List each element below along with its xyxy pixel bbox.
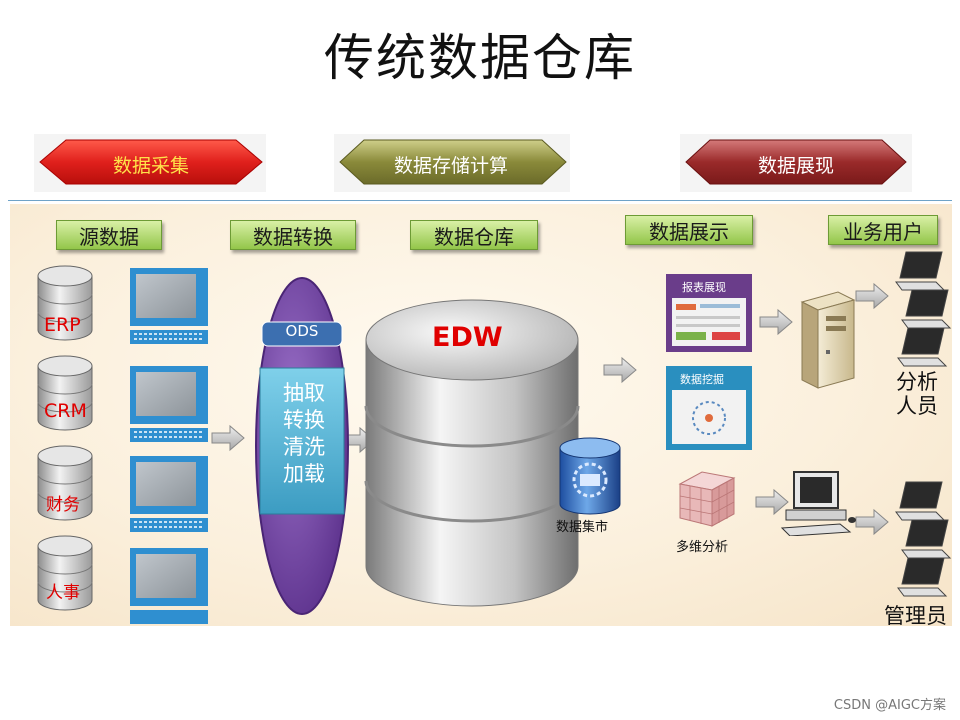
database-icon bbox=[37, 445, 93, 521]
olap-cube-icon bbox=[678, 471, 736, 527]
source-erp-label: ERP bbox=[44, 314, 81, 336]
section-users: 业务用户 bbox=[828, 215, 938, 245]
laptop-icon bbox=[901, 519, 952, 559]
section-warehouse: 数据仓库 bbox=[410, 220, 538, 250]
database-icon bbox=[37, 265, 93, 341]
section-source: 源数据 bbox=[56, 220, 162, 250]
database-icon bbox=[37, 535, 93, 611]
section-transform: 数据转换 bbox=[230, 220, 356, 250]
manager-laptops bbox=[895, 481, 952, 597]
managers-label: 管理员 bbox=[884, 604, 947, 628]
monitor-icon bbox=[130, 366, 208, 442]
laptop-icon bbox=[895, 251, 946, 291]
watermark: CSDN @AIGC方案 bbox=[833, 698, 946, 713]
etl-steps: 抽取 转换 清洗 加载 bbox=[262, 380, 346, 488]
banner-store: 数据存储计算 bbox=[393, 154, 508, 177]
edw-label: EDW bbox=[432, 322, 503, 353]
banner-collect: 数据采集 bbox=[112, 154, 189, 177]
etl-step-transform: 转换 bbox=[283, 408, 325, 432]
monitor-icon bbox=[130, 268, 208, 344]
olap-label: 多维分析 bbox=[676, 540, 729, 555]
database-icon bbox=[37, 355, 93, 431]
monitor-icon bbox=[130, 548, 208, 624]
divider bbox=[8, 200, 952, 201]
display-thumbnails bbox=[666, 274, 752, 450]
mining-label: 数据挖掘 bbox=[680, 373, 724, 386]
banner-collect-shape bbox=[39, 139, 263, 185]
source-icons bbox=[37, 265, 208, 624]
analyst-laptops bbox=[895, 251, 952, 367]
ods-label: ODS bbox=[285, 322, 319, 340]
page-title: 传统数据仓库 bbox=[324, 29, 636, 87]
banner-show-shape bbox=[685, 139, 907, 185]
mining-thumbnail bbox=[666, 366, 752, 450]
analysts-label: 分析 人员 bbox=[896, 370, 938, 418]
server-icon bbox=[800, 291, 856, 389]
source-finance-label: 财务 bbox=[46, 495, 80, 515]
report-label: 报表展现 bbox=[682, 281, 726, 294]
datamart-cylinder bbox=[559, 437, 621, 515]
datamart-label: 数据集市 bbox=[556, 520, 609, 535]
edw-cylinder bbox=[364, 299, 580, 607]
etl-step-clean: 清洗 bbox=[283, 435, 325, 459]
laptop-icon bbox=[895, 481, 946, 521]
banner-show: 数据展现 bbox=[757, 154, 834, 177]
source-crm-label: CRM bbox=[44, 400, 87, 422]
laptop-icon bbox=[901, 289, 952, 329]
etl-process bbox=[255, 277, 349, 615]
report-thumbnail bbox=[666, 274, 752, 352]
section-display: 数据展示 bbox=[625, 215, 753, 245]
laptop-icon bbox=[897, 327, 948, 367]
banner-store-shape bbox=[339, 139, 567, 185]
banner-shapes bbox=[34, 134, 912, 192]
laptop-icon bbox=[897, 557, 948, 597]
source-hr-label: 人事 bbox=[46, 583, 80, 603]
etl-step-extract: 抽取 bbox=[283, 381, 325, 405]
analysts-label-line2: 人员 bbox=[896, 394, 938, 418]
etl-step-load: 加载 bbox=[283, 462, 325, 486]
monitor-icon bbox=[130, 456, 208, 532]
analysts-label-line1: 分析 bbox=[896, 370, 938, 394]
workstation-icon bbox=[780, 471, 856, 536]
